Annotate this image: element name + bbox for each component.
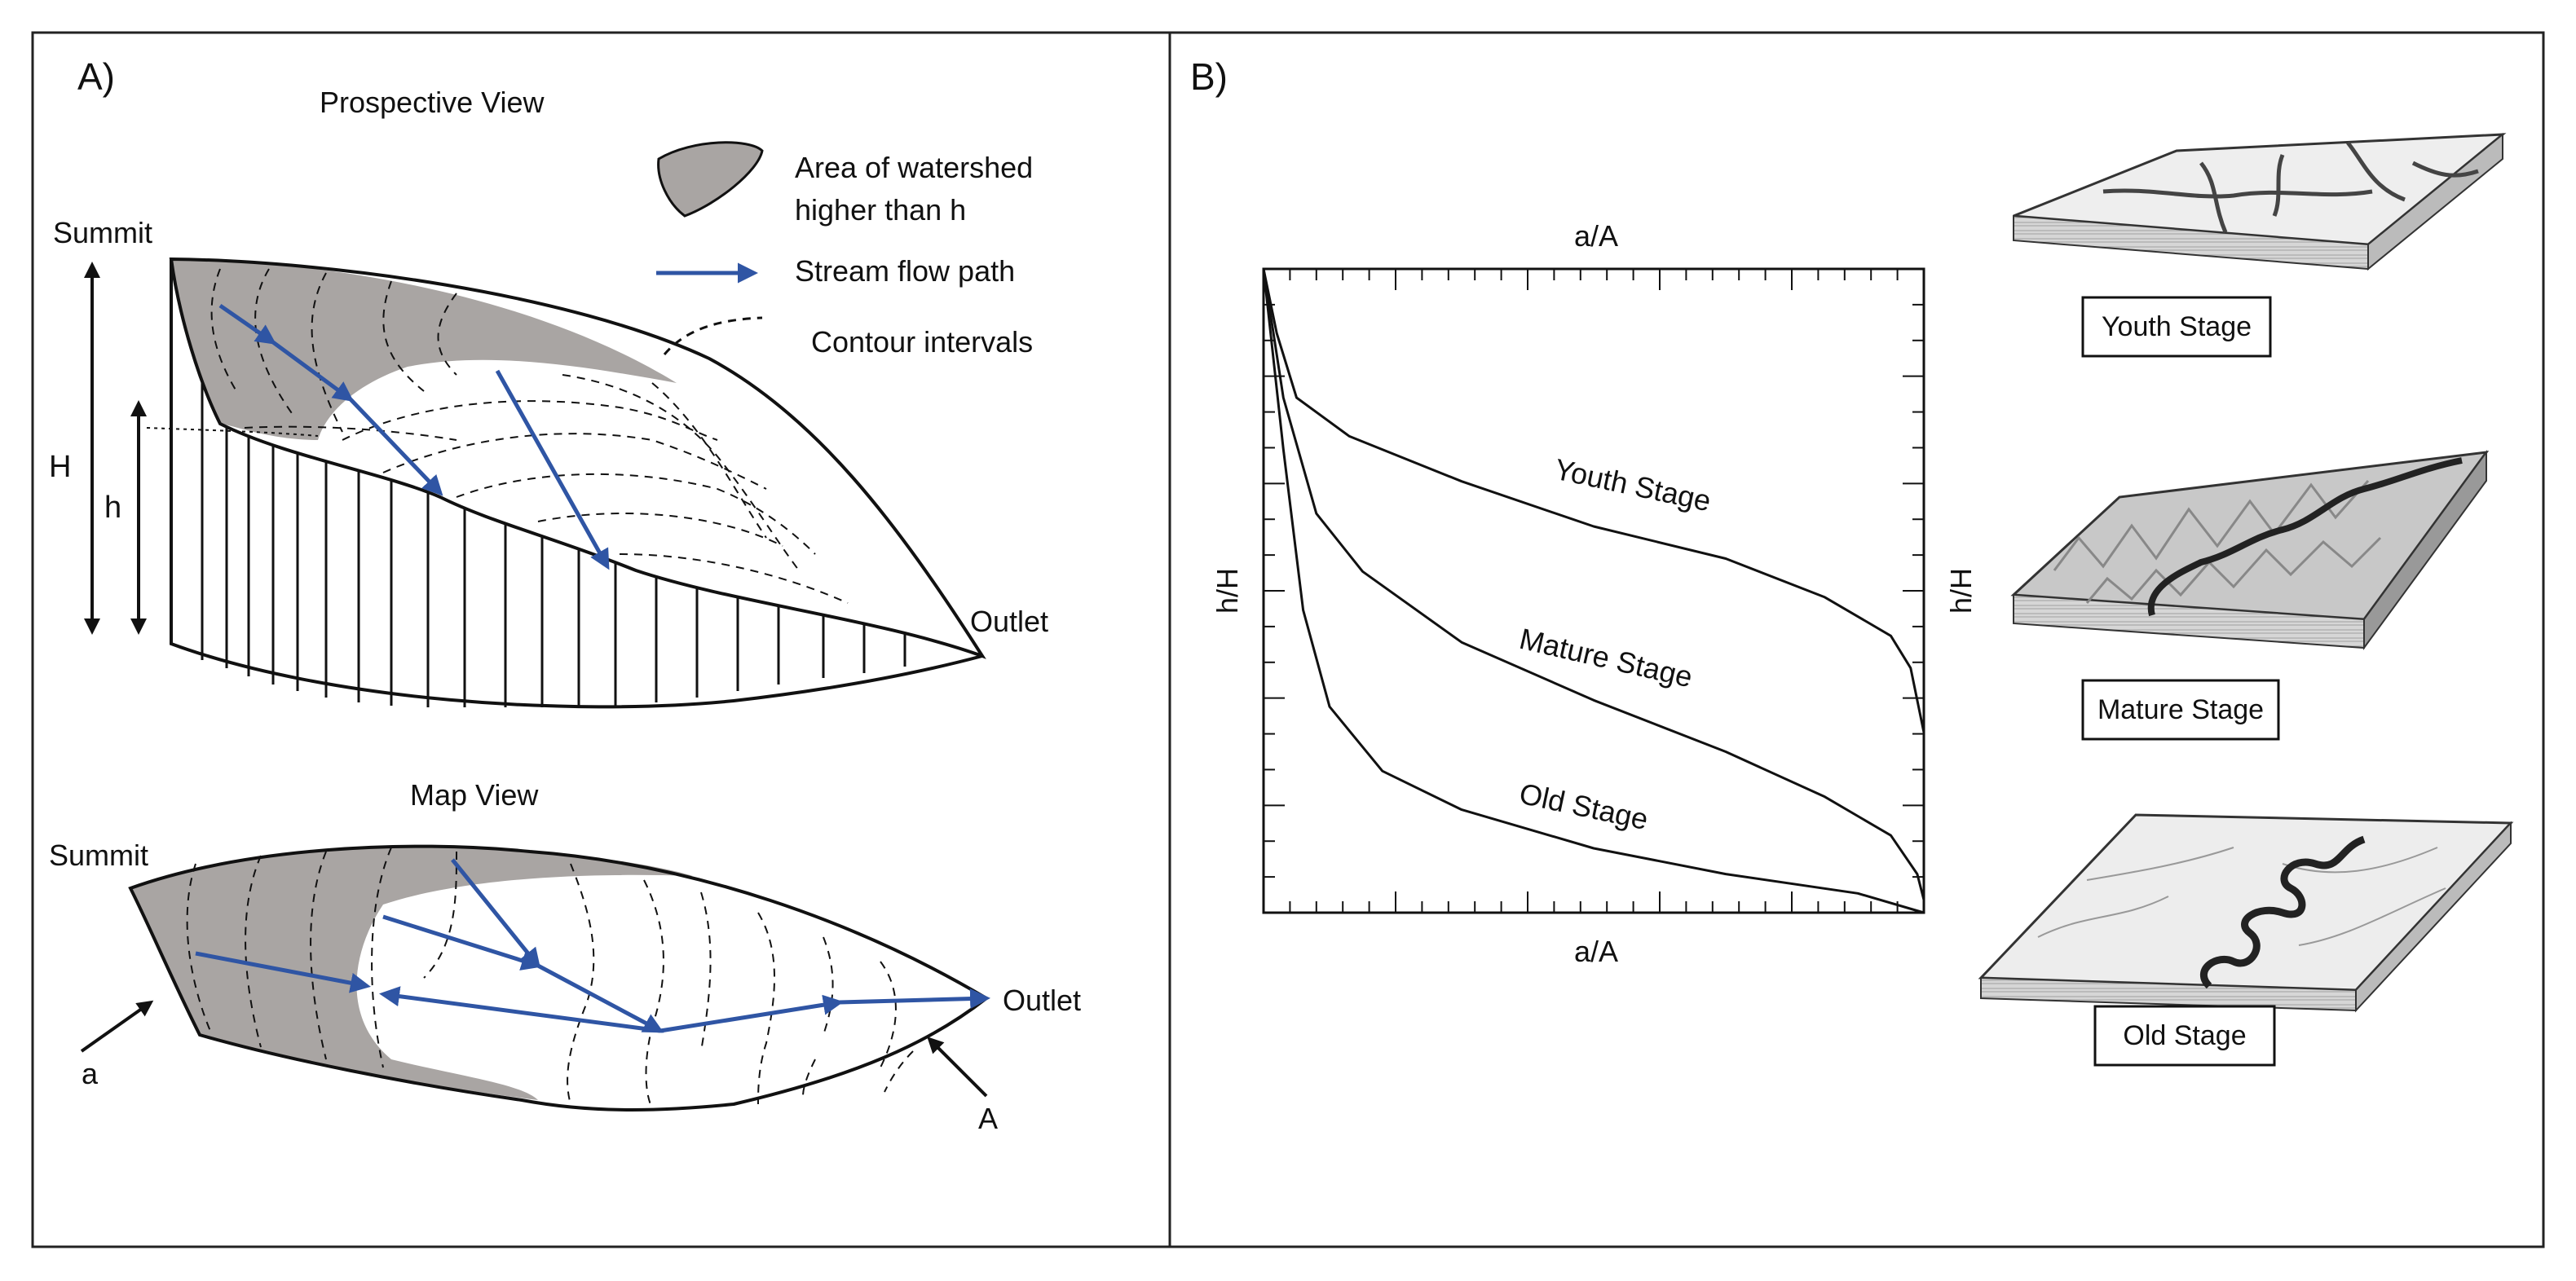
old-stage-box-label: Old Stage — [2123, 1020, 2246, 1051]
map-streams — [195, 858, 990, 1033]
curve-label-mature: Mature Stage — [1516, 622, 1696, 694]
mature-stage-block: Mature Stage — [2010, 449, 2490, 741]
y-axis-label-left: h/H — [1211, 568, 1244, 614]
legend-contour-swatch — [663, 316, 763, 355]
a-arrow — [80, 1000, 154, 1053]
map-a-label: a — [82, 1057, 99, 1090]
watershed-walls — [201, 363, 906, 707]
legend-area-label-1: Area of watershed — [795, 151, 1033, 184]
panel-b-label: B) — [1190, 55, 1228, 98]
prospective-outlet-label: Outlet — [970, 605, 1048, 638]
legend: Area of watershed higher than h Stream f… — [656, 141, 1033, 359]
chart-curves — [1262, 268, 1925, 914]
H-label: H — [49, 450, 71, 484]
youth-stage-box-label: Youth Stage — [2102, 311, 2252, 342]
panel-b: B) a/A a/A h/H h/H Youth Stage Mature St… — [1190, 55, 2514, 1067]
map-A-label: A — [978, 1102, 998, 1135]
map-outlet-label: Outlet — [1003, 984, 1081, 1017]
curve-youth — [1262, 268, 1925, 733]
map-view-title: Map View — [410, 778, 539, 812]
h-label: h — [104, 491, 121, 525]
curve-old — [1262, 268, 1925, 914]
y-axis-label-right: h/H — [1944, 568, 1978, 614]
map-summit-label: Summit — [49, 839, 148, 872]
hypsometric-chart: a/A a/A h/H h/H Youth Stage Mature Stage… — [1211, 219, 1978, 968]
curve-label-old: Old Stage — [1516, 777, 1651, 836]
mature-stage-box-label: Mature Stage — [2097, 694, 2264, 725]
panel-a-label: A) — [77, 55, 115, 98]
legend-stream-label: Stream flow path — [795, 254, 1015, 288]
legend-area-swatch — [657, 141, 764, 218]
youth-stage-block: Youth Stage — [2013, 132, 2507, 358]
legend-area-label-2: higher than h — [795, 193, 966, 227]
mature-stage-box — [2081, 679, 2280, 741]
prospective-watershed — [146, 257, 986, 709]
prospective-contours — [210, 268, 849, 604]
old-stage-box — [2093, 1005, 2276, 1067]
map-higher-area-fill — [130, 846, 693, 1100]
curve-mature — [1262, 268, 1925, 900]
x-axis-label-bottom: a/A — [1574, 935, 1618, 968]
map-watershed — [128, 844, 990, 1112]
higher-area-fill — [171, 259, 677, 440]
prospective-summit-label: Summit — [53, 216, 152, 249]
curve-label-youth: Youth Stage — [1551, 452, 1714, 518]
prospective-streams — [218, 303, 610, 570]
figure-frame — [31, 31, 2545, 1248]
legend-contour-label: Contour intervals — [811, 325, 1033, 359]
prospective-view-title: Prospective View — [320, 86, 545, 119]
youth-stage-box — [2081, 296, 2272, 358]
panel-a: A) Prospective View — [49, 55, 1081, 1135]
old-stage-block: Old Stage — [1978, 813, 2514, 1067]
A-arrow — [927, 1037, 988, 1098]
x-axis-label-top: a/A — [1574, 219, 1618, 253]
